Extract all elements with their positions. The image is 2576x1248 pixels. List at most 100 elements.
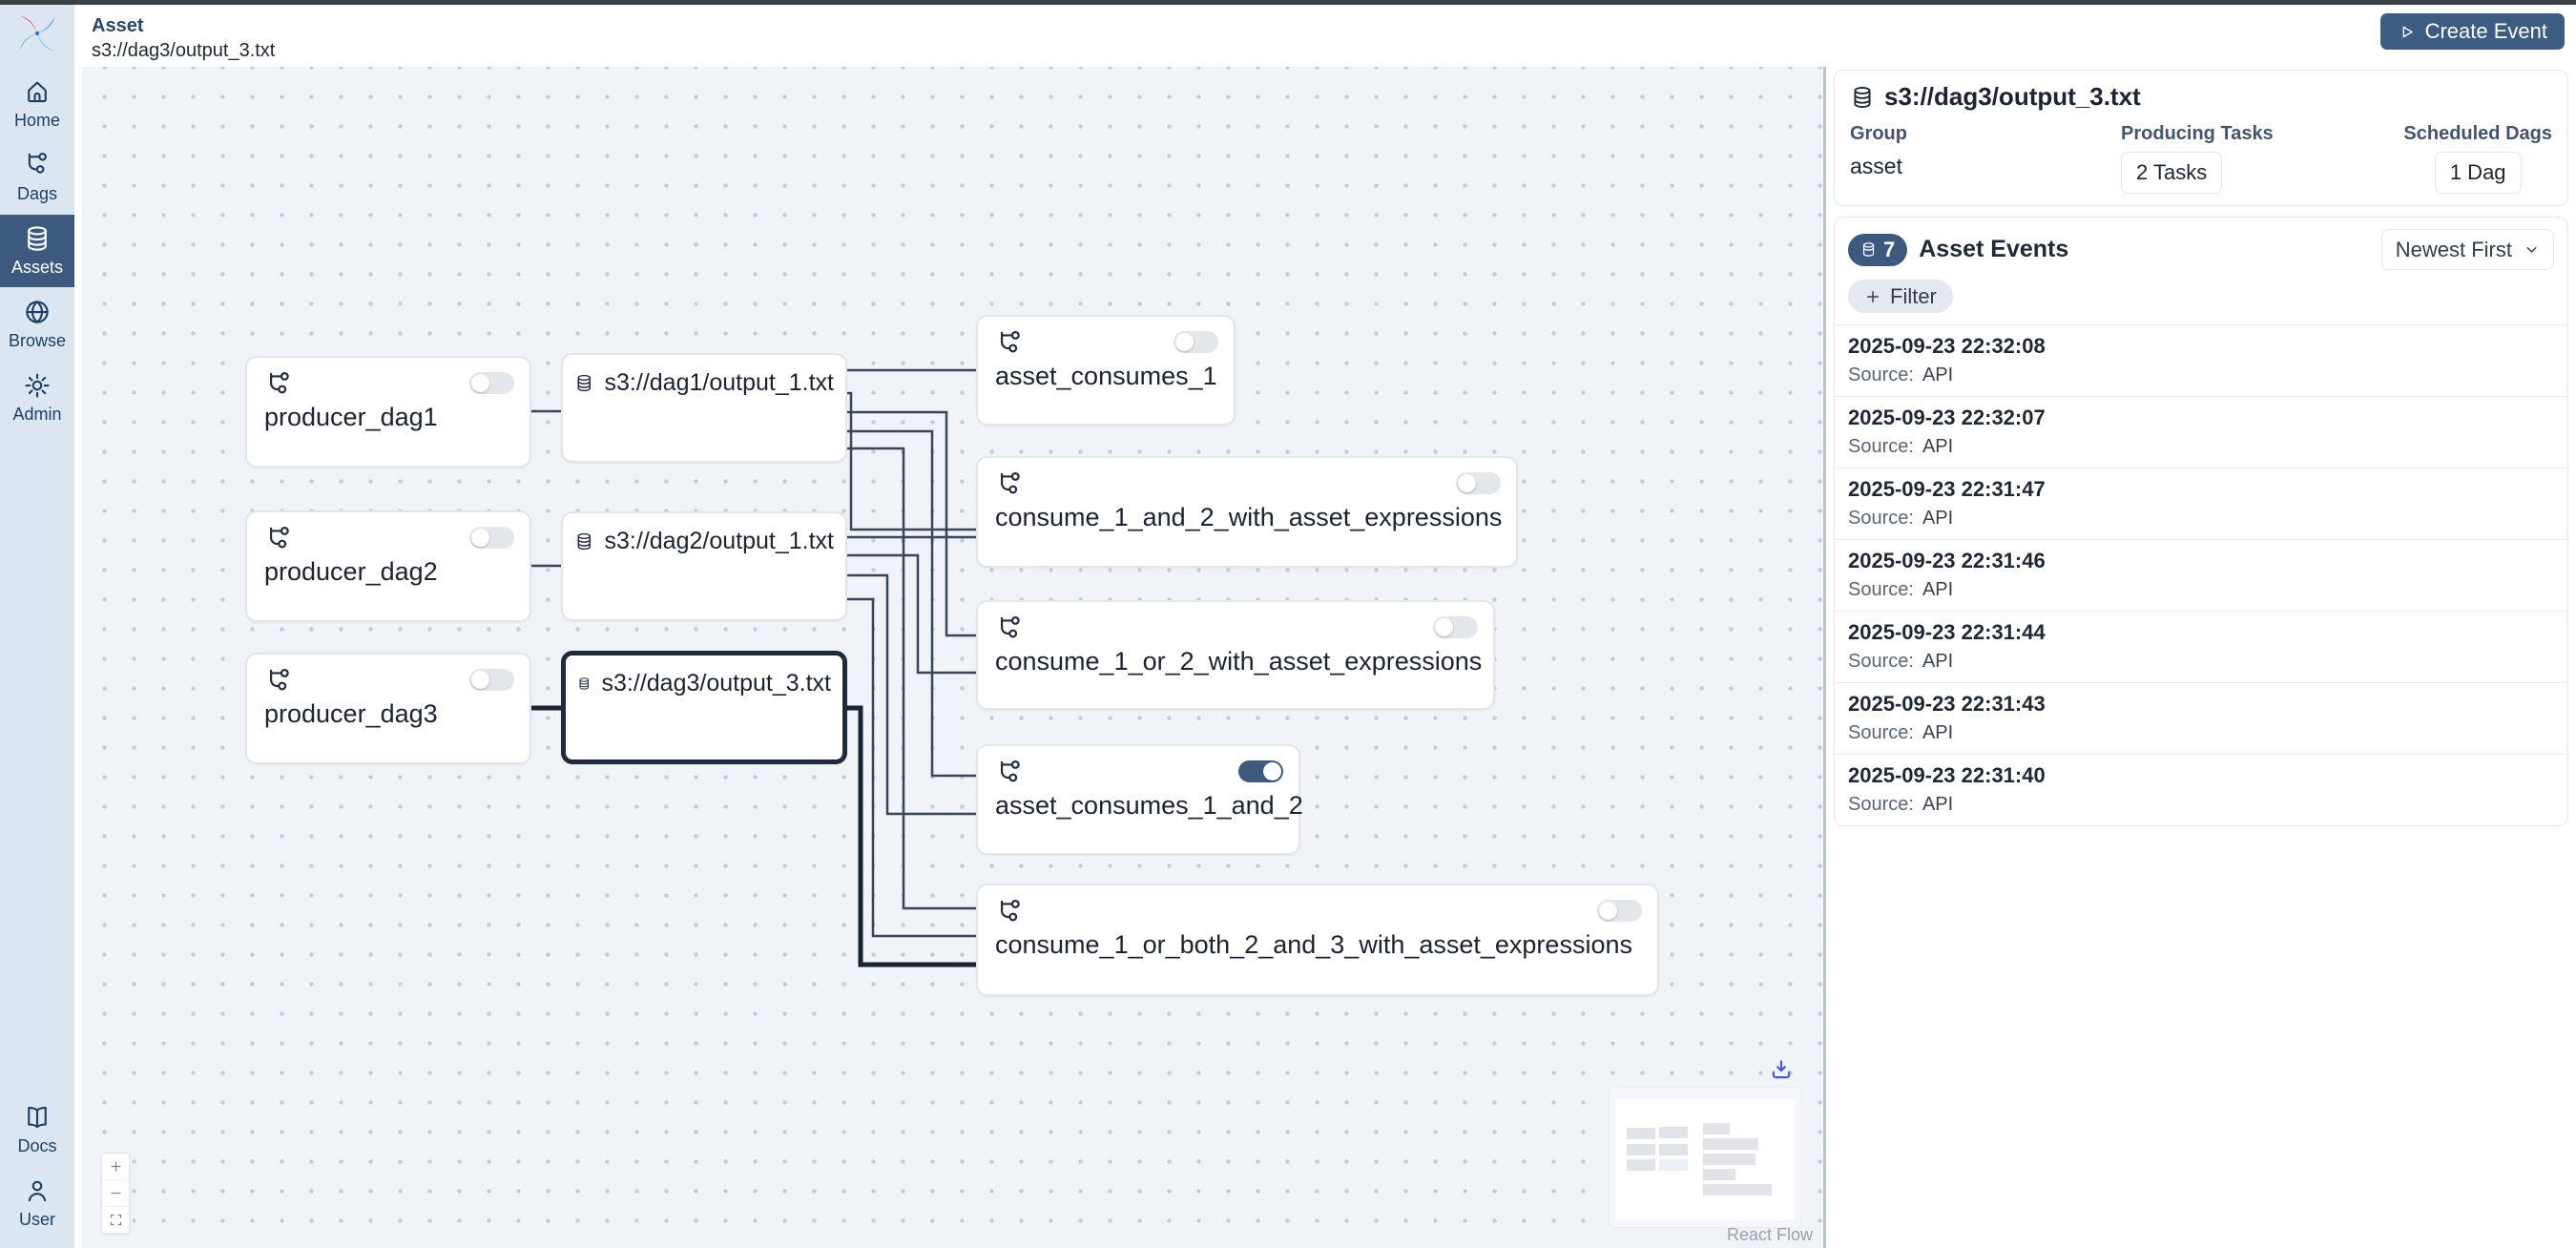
fit-view-button[interactable]	[102, 1207, 129, 1233]
toggle-knob	[1175, 333, 1194, 351]
node-label: producer_dag2	[264, 557, 438, 586]
producing-tasks-column: Producing Tasks 2 Tasks	[2121, 123, 2403, 194]
zoom-in-button[interactable]	[102, 1154, 129, 1180]
event-source-value: API	[1922, 651, 1954, 672]
event-timestamp: 2025-09-23 22:32:07	[1848, 406, 2046, 429]
dag-pause-toggle[interactable]	[1433, 616, 1478, 638]
dags-icon	[1001, 331, 1020, 353]
toggle-knob	[1458, 474, 1476, 492]
sidebar-item-home[interactable]: Home	[0, 68, 74, 140]
zoom-controls	[101, 1153, 130, 1234]
producing-tasks-button[interactable]: 2 Tasks	[2121, 152, 2223, 194]
dag-pause-toggle[interactable]	[1238, 760, 1283, 782]
toggle-knob	[471, 529, 489, 547]
node-label: producer_dag1	[264, 403, 438, 431]
asset-events-header: 7 Asset Events Newest First	[1835, 218, 2567, 276]
event-timestamp: 2025-09-23 22:32:08	[1848, 334, 2046, 358]
asset-summary-card: s3://dag3/output_3.txt Group asset Produ…	[1834, 70, 2568, 206]
zoom-out-button[interactable]	[102, 1180, 129, 1207]
dags-icon	[1001, 900, 1020, 922]
page-header: Asset s3://dag3/output_3.txt Create Even…	[74, 5, 2576, 67]
graph-minimap[interactable]	[1610, 1088, 1800, 1227]
graph-node-producer-dag3[interactable]: producer_dag3	[245, 653, 531, 764]
sidebar-item-user[interactable]: User	[0, 1167, 74, 1239]
event-source: Source:API	[1848, 651, 2554, 673]
dag-pause-toggle[interactable]	[1597, 900, 1642, 922]
scheduled-dags-button[interactable]: 1 Dag	[2434, 152, 2522, 194]
event-source-label: Source:	[1848, 364, 1914, 385]
graph-node-asset-consumes-1[interactable]: asset_consumes_1	[976, 315, 1236, 426]
event-source-label: Source:	[1848, 794, 1914, 815]
sidebar-item-label: Browse	[8, 331, 67, 350]
event-source-label: Source:	[1848, 579, 1914, 600]
event-source-value: API	[1922, 508, 1954, 529]
node-label: asset_consumes_1_and_2	[995, 791, 1303, 820]
asset-title-row: s3://dag3/output_3.txt	[1850, 82, 2552, 112]
graph-node-consume-1-and-2-with-asset-expressions[interactable]: consume_1_and_2_with_asset_expressions	[976, 456, 1518, 568]
event-source: Source:API	[1848, 364, 2554, 386]
dag-pause-toggle[interactable]	[1456, 472, 1501, 494]
graph-node-s3-dag1-output-1-txt[interactable]: s3://dag1/output_1.txt	[561, 353, 847, 463]
event-timestamp: 2025-09-23 22:31:43	[1848, 692, 2046, 716]
play-icon	[2402, 26, 2413, 37]
dag-pause-toggle[interactable]	[1174, 331, 1218, 353]
minimap-node	[1703, 1123, 1730, 1134]
sidebar-item-label: Admin	[12, 405, 62, 424]
graph-node-consume-1-or-2-with-asset-expressions[interactable]: consume_1_or_2_with_asset_expressions	[976, 600, 1495, 710]
graph-node-producer-dag2[interactable]: producer_dag2	[245, 510, 531, 622]
docs-icon	[28, 1106, 47, 1129]
dags-icon	[1001, 616, 1020, 638]
asset-group-column: Group asset	[1850, 123, 2121, 179]
graph-node-asset-consumes-1-and-2[interactable]: asset_consumes_1_and_2	[976, 744, 1303, 855]
create-event-button[interactable]: Create Event	[2379, 13, 2565, 50]
assets-icon	[577, 374, 591, 392]
graph-node-producer-dag1[interactable]: producer_dag1	[245, 356, 531, 468]
minimap-node	[1703, 1184, 1772, 1196]
event-count-badge: 7	[1848, 233, 1908, 266]
home-icon	[28, 81, 47, 103]
event-source-value: API	[1922, 579, 1954, 600]
dag-pause-toggle[interactable]	[469, 669, 514, 691]
sidebar-item-label: Docs	[17, 1136, 57, 1155]
add-filter-button[interactable]: Filter	[1848, 280, 1953, 313]
download-graph-button[interactable]	[1769, 1057, 1794, 1082]
admin-icon	[25, 373, 50, 398]
minimap-node	[1659, 1159, 1688, 1171]
minus-icon	[111, 1192, 120, 1195]
graph-node-s3-dag3-output-3-txt[interactable]: s3://dag3/output_3.txt	[561, 651, 847, 764]
event-source: Source:API	[1848, 794, 2554, 816]
dags-icon	[270, 669, 289, 691]
event-timestamp: 2025-09-23 22:31:40	[1848, 763, 2046, 787]
minimap-node	[1703, 1138, 1758, 1150]
plus-icon	[111, 1161, 120, 1172]
dag-pause-toggle[interactable]	[469, 372, 514, 394]
sidebar-item-admin[interactable]: Admin	[0, 362, 74, 434]
minimap-node	[1659, 1144, 1688, 1155]
node-label: s3://dag3/output_3.txt	[601, 670, 831, 697]
sidebar-item-browse[interactable]: Browse	[0, 288, 74, 361]
page-title: Asset	[92, 15, 144, 36]
panel-splitter[interactable]	[1823, 67, 1826, 1248]
database-icon	[1854, 86, 1871, 108]
download-icon	[1772, 1060, 1791, 1079]
airflow-logo[interactable]	[16, 12, 58, 54]
event-source: Source:API	[1848, 436, 2554, 458]
event-timestamp: 2025-09-23 22:31:46	[1848, 549, 2046, 572]
graph-node-s3-dag2-output-1-txt[interactable]: s3://dag2/output_1.txt	[561, 511, 847, 621]
group-label: Group	[1850, 123, 1907, 144]
scheduled-dags-column: Scheduled Dags 1 Dag	[2403, 123, 2552, 194]
minimap-node	[1703, 1154, 1755, 1165]
dag-pause-toggle[interactable]	[469, 527, 514, 549]
graph-node-consume-1-or-both-2-and-3-with-asset-expressions[interactable]: consume_1_or_both_2_and_3_with_asset_exp…	[976, 884, 1659, 996]
sort-order-select[interactable]: Newest First	[2380, 229, 2554, 270]
node-label: consume_1_or_both_2_and_3_with_asset_exp…	[995, 930, 1632, 959]
user-icon	[28, 1180, 47, 1202]
sidebar-item-dags[interactable]: Dags	[0, 141, 74, 214]
sidebar-item-assets[interactable]: Assets	[0, 215, 74, 287]
producing-tasks-label: Producing Tasks	[2121, 123, 2274, 144]
sidebar-item-docs[interactable]: Docs	[0, 1093, 74, 1166]
